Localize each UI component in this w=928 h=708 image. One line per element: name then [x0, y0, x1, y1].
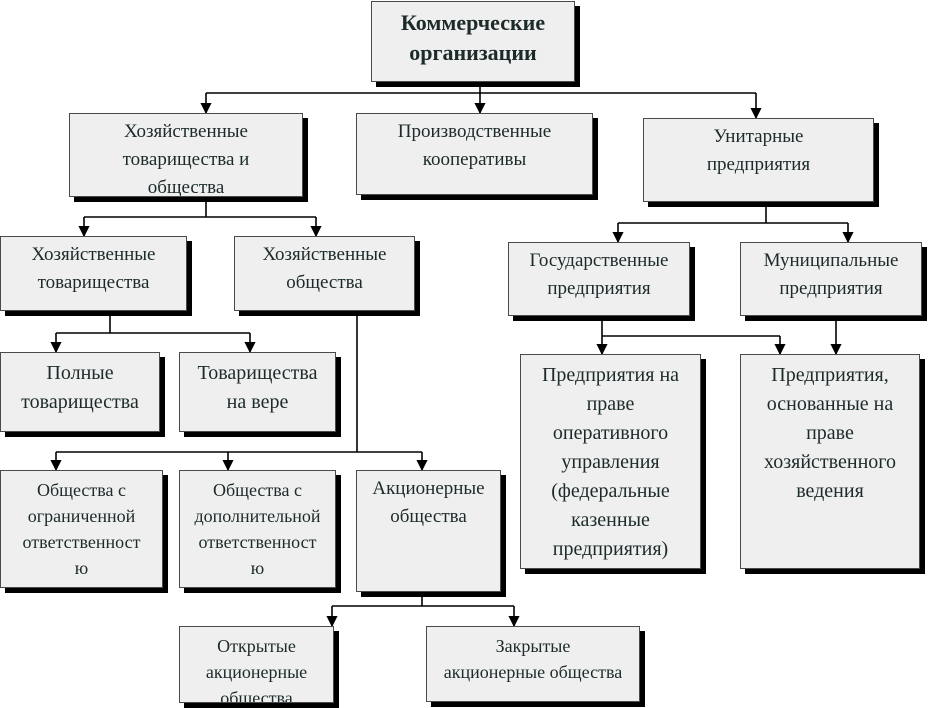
node-municipal-enterprises: Муниципальные предприятия	[740, 242, 922, 316]
node-production-cooperatives: Производственные кооперативы	[356, 113, 593, 195]
node-state-enterprises: Государственные предприятия	[508, 242, 690, 316]
node-full-partnerships: Полные товарищества	[0, 352, 160, 432]
node-closed-joint-stock-companies: Закрытые акционерные общества	[426, 626, 640, 702]
node-open-joint-stock-companies: Открытые акционерные общества	[179, 626, 334, 703]
node-economic-management-enterprises: Предприятия, основанные на праве хозяйст…	[740, 354, 920, 569]
node-additional-liability-companies: Общества с дополнительной ответственност…	[179, 470, 336, 588]
node-limited-liability-companies: Общества с ограниченной ответственност ю	[0, 470, 163, 588]
node-limited-partnerships: Товарищества на вере	[179, 352, 336, 432]
node-operational-management-enterprises: Предприятия на праве оперативного управл…	[520, 354, 701, 569]
node-commercial-organizations: Коммерческие организации	[371, 1, 575, 82]
node-joint-stock-companies: Акционерные общества	[356, 470, 501, 592]
node-unitary-enterprises: Унитарные предприятия	[643, 118, 874, 202]
node-business-companies: Хозяйственные общества	[234, 236, 415, 311]
node-business-partnerships: Хозяйственные товарищества	[0, 236, 187, 311]
node-business-partnerships-and-companies: Хозяйственные товарищества и общества	[69, 113, 303, 197]
